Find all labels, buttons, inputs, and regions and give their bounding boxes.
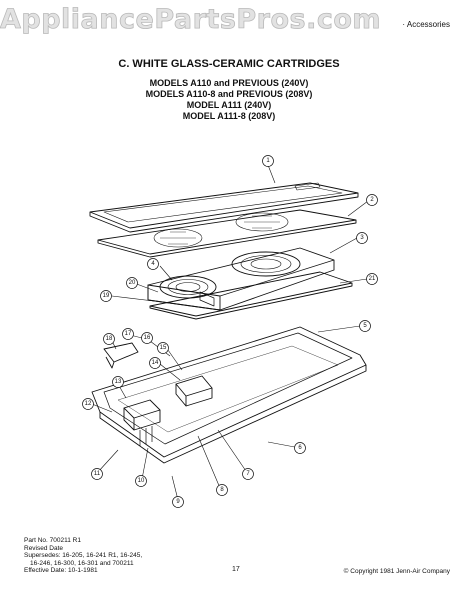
supersedes-line-1: Supersedes: 16-205, 16-241 R1, 16-245, [24, 552, 143, 559]
callout-18 [103, 333, 115, 345]
callout-label: 2 [370, 197, 374, 203]
callout-16 [141, 332, 153, 344]
part-switch-assembly [123, 375, 213, 446]
callout-label: 20 [129, 280, 136, 286]
callout-6 [294, 442, 306, 454]
callout-15 [157, 342, 169, 354]
model-line-4: MODEL A111-8 (208V) [182, 111, 276, 121]
revised-date: Revised Date [24, 544, 64, 552]
callout-label: 3 [360, 235, 364, 241]
callout-7 [242, 468, 254, 480]
part-cartridge-tray [91, 326, 367, 464]
part-glass-top [97, 209, 357, 258]
callout-label: 4 [151, 261, 155, 267]
callout-9 [172, 496, 184, 508]
callout-label: 19 [103, 293, 110, 299]
supersedes-line-2: 16-246, 16-300, 16-301 and 700211 [30, 559, 134, 567]
callout-label: 12 [85, 401, 92, 407]
callout-14 [149, 357, 161, 369]
callout-12 [82, 398, 94, 410]
callout-1 [262, 155, 274, 167]
callout-20 [126, 277, 138, 289]
callout-10 [135, 475, 147, 487]
callout-label: 16 [144, 335, 151, 341]
effective-date: Effective Date: 10-1-1981 [24, 567, 98, 574]
callout-21 [366, 273, 378, 285]
callout-3 [356, 232, 368, 244]
callout-label: 14 [152, 360, 159, 366]
model-line-2: MODELS A110-8 and PREVIOUS (208V) [145, 89, 313, 99]
callout-label: 10 [138, 478, 145, 484]
part-trim-frame [89, 182, 359, 233]
callout-label: 13 [115, 379, 122, 385]
callout-8 [216, 484, 228, 496]
callout-19 [100, 290, 112, 302]
callout-label: 9 [176, 499, 180, 505]
callout-label: 5 [363, 323, 367, 329]
model-line-3: MODEL A111 (240V) [186, 100, 272, 110]
page-number: 17 [232, 566, 240, 573]
copyright-notice: © Copyright 1981 Jenn-Air Company [343, 568, 450, 575]
part-element-pan [147, 247, 335, 311]
page-title: C. WHITE GLASS-CERAMIC CARTRIDGES [118, 58, 340, 70]
callout-label: 6 [298, 445, 302, 451]
callout-5 [359, 320, 371, 332]
callout-label: 15 [160, 345, 167, 351]
callout-label: 17 [125, 331, 132, 337]
callout-4 [147, 258, 159, 270]
part-number: Part No. 700211 R1 [24, 537, 81, 544]
model-line-1: MODELS A110 and PREVIOUS (240V) [149, 78, 309, 88]
callout-2 [366, 194, 378, 206]
callout-label: 7 [246, 471, 250, 477]
callout-13 [112, 376, 124, 388]
callout-label: 8 [220, 487, 224, 493]
part-insulation [149, 271, 353, 320]
callout-label: 11 [94, 471, 101, 477]
callout-11 [91, 468, 103, 480]
watermark-text: AppliancePartsPros.com [0, 4, 382, 36]
callout-label: 21 [369, 276, 376, 282]
callout-17 [122, 328, 134, 340]
callout-label: 18 [106, 336, 113, 342]
page-header: C. WHITE GLASS-CERAMIC CARTRIDGES MODELS… [0, 58, 458, 122]
part-bracket [103, 342, 139, 369]
footer-info: Part No. 700211 R1 Revised Date Supersed… [24, 537, 142, 575]
section-tag: · Accessories [402, 20, 450, 29]
callout-label: 1 [266, 158, 270, 164]
